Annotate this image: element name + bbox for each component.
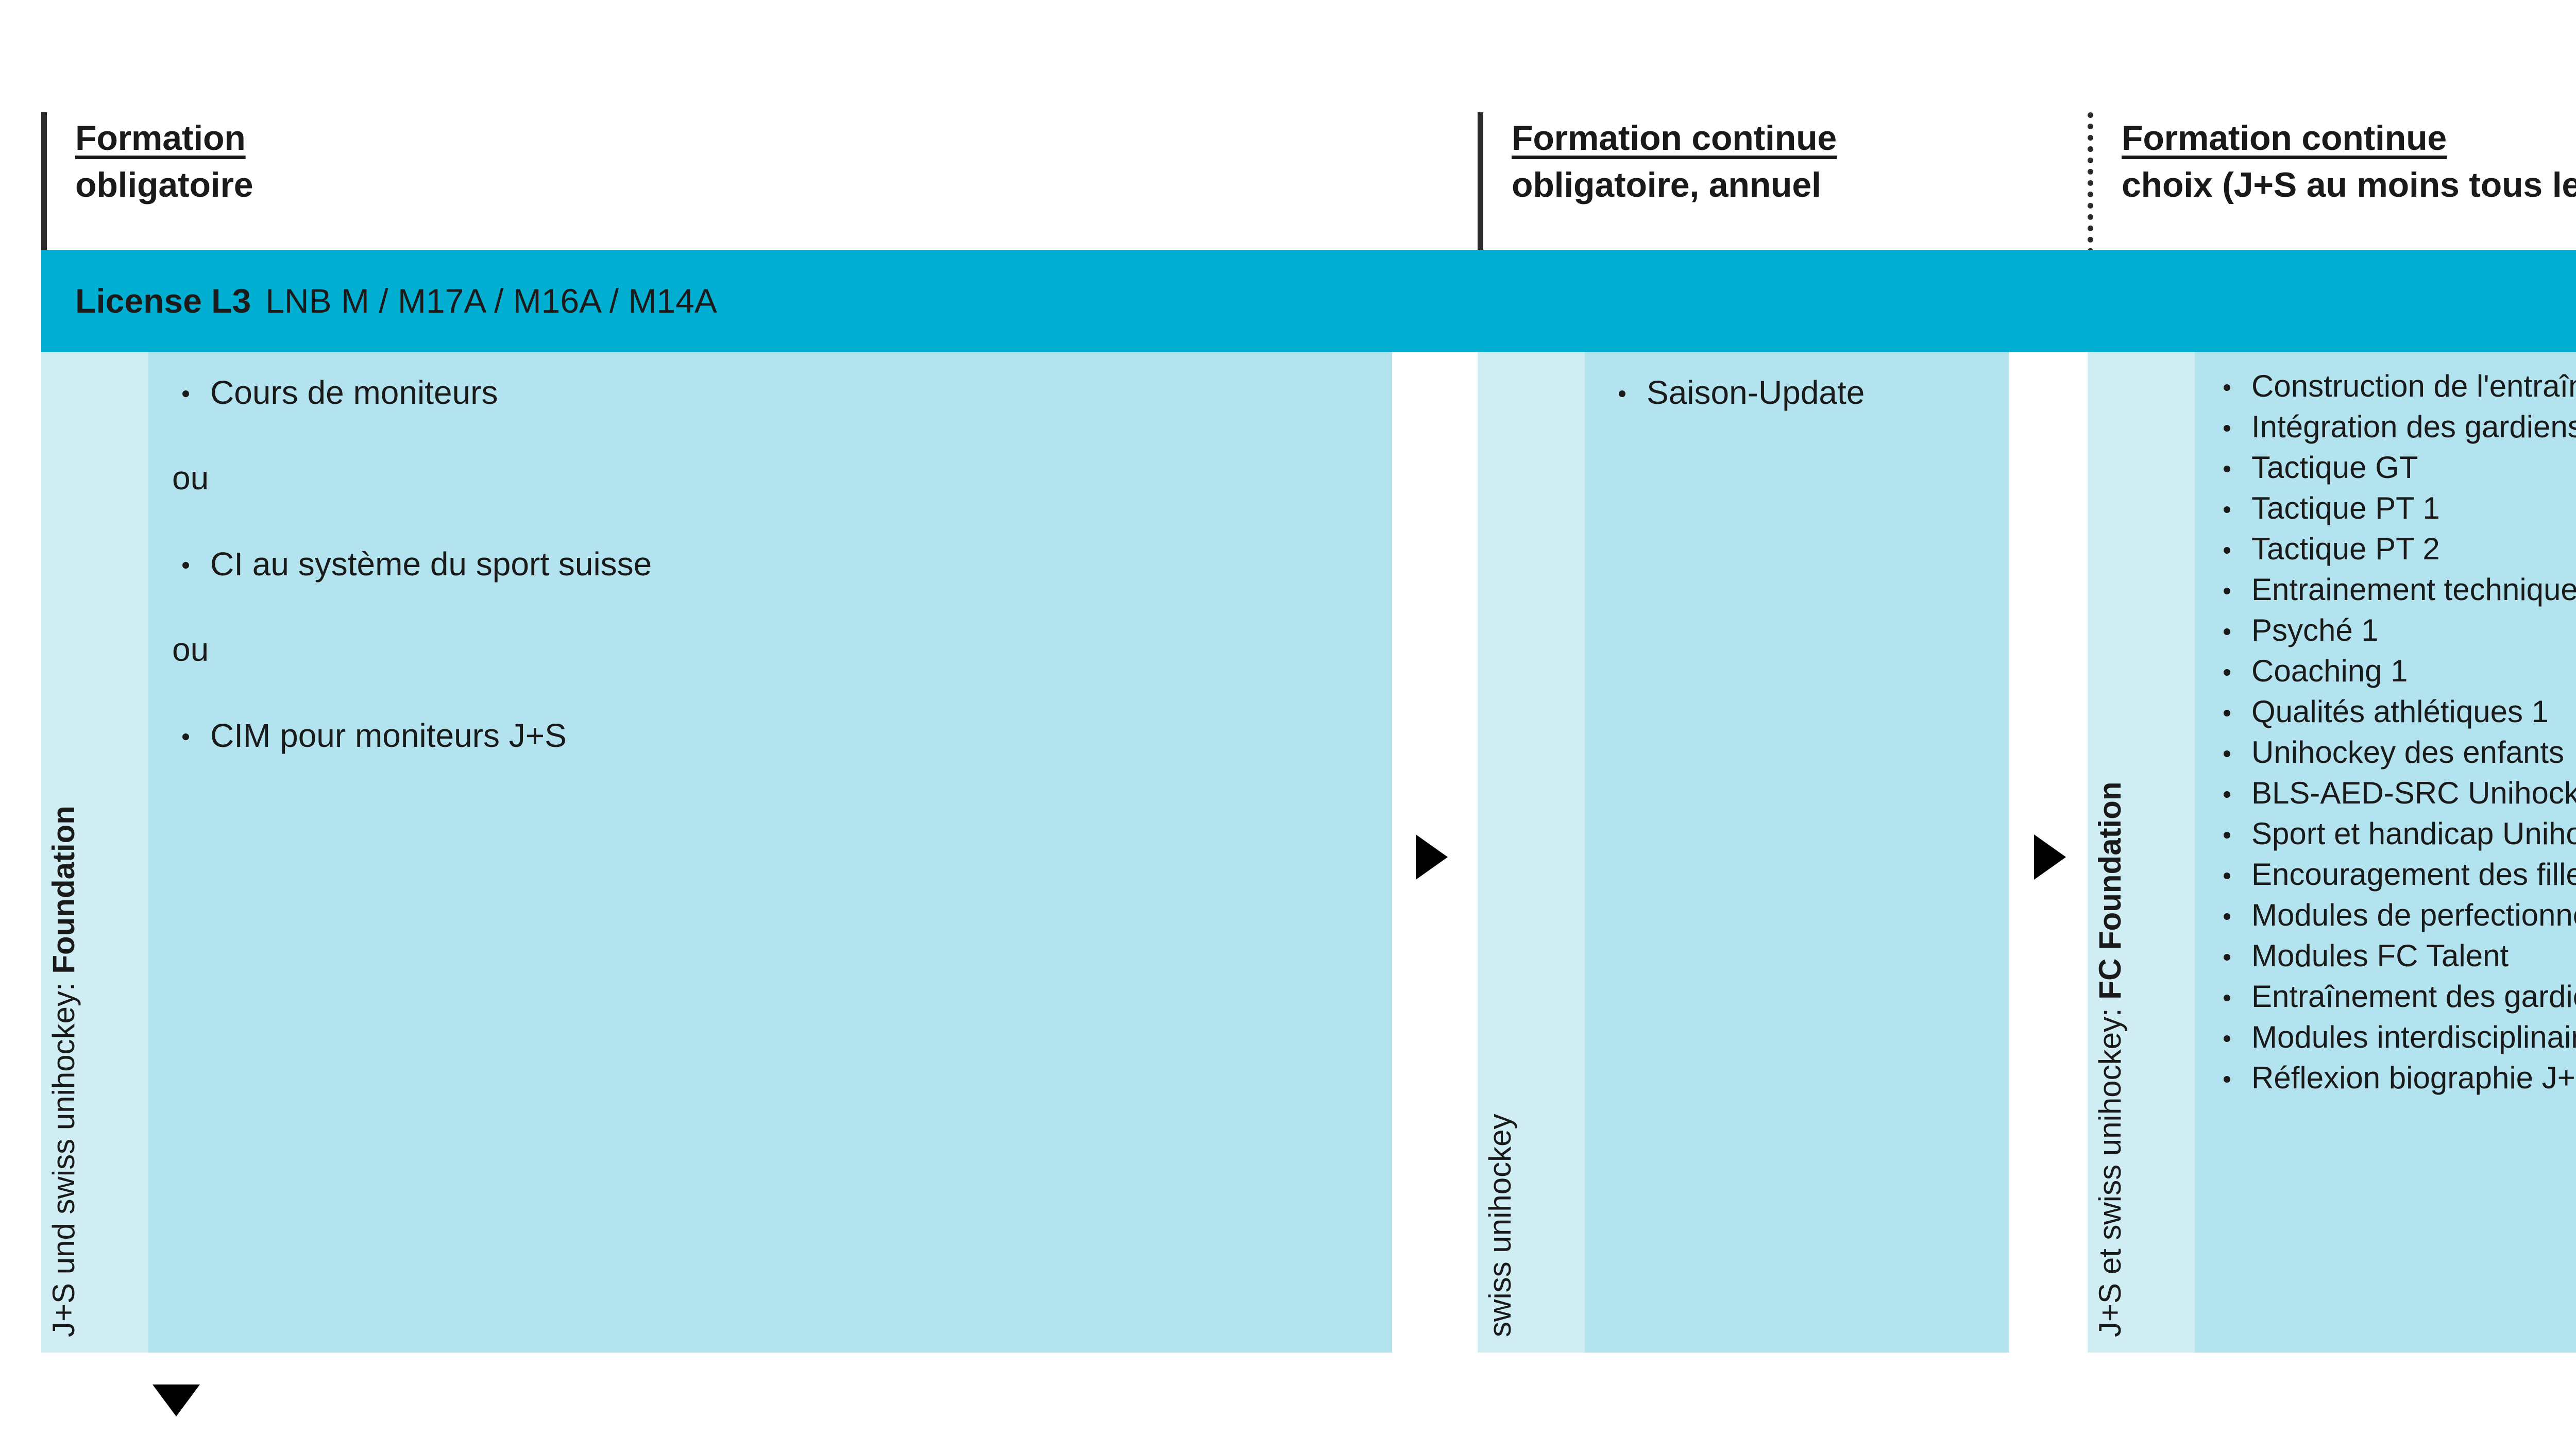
list-item[interactable]: Qualités athlétiques 1 <box>2218 695 2576 729</box>
list-item-label: Saison-Update <box>1647 374 1865 411</box>
list-item[interactable]: Unihockey des enfants <box>2218 736 2576 770</box>
pane-obligatoire: Cours de moniteurs ou CI au système du s… <box>148 352 1392 1353</box>
list-item-label: Modules de perfectionnement <box>2251 898 2576 932</box>
item-list-continue-annuel: Saison-Update <box>1585 352 2009 411</box>
list-item-label: Sport et handicap Unihockey <box>2251 816 2576 851</box>
list-item[interactable]: Saison-Update <box>1614 374 2009 411</box>
column-header-line2: obligatoire <box>75 165 253 205</box>
license-band-obligatoire: License L3 LNB M / M17A / M16A / M14A <box>41 250 1392 352</box>
item-list-continue-choix: Construction de l'entraînement Intégrati… <box>2195 352 2576 1095</box>
flow-arrow-right-icon <box>2034 834 2066 880</box>
list-item-label: CI au système du sport suisse <box>210 545 652 583</box>
list-item-label: Tactique GT <box>2251 450 2418 485</box>
column-body-continue-annuel: swiss unihockey Saison-Update <box>1478 352 2009 1353</box>
list-separator-label: ou <box>172 459 209 497</box>
column-body-continue-choix: J+S et swiss unihockey: FC Foundation Co… <box>2088 352 2576 1353</box>
list-item[interactable]: Tactique GT <box>2218 451 2576 485</box>
list-item-label: Tactique PT 1 <box>2251 491 2440 525</box>
spine-continue-choix: J+S et swiss unihockey: FC Foundation <box>2088 352 2195 1353</box>
spine-continue-annuel: swiss unihockey <box>1478 352 1585 1353</box>
list-item[interactable]: Psyché 1 <box>2218 613 2576 647</box>
license-level: License L3 <box>75 282 251 320</box>
list-item[interactable]: CIM pour moniteurs J+S <box>177 717 1392 754</box>
list-item[interactable]: Construction de l'entraînement <box>2218 369 2576 403</box>
list-item[interactable]: Modules interdisciplinaires <box>2218 1020 2576 1054</box>
spine-label-obligatoire: J+S und swiss unihockey: Foundation <box>46 806 81 1337</box>
license-band-continue-annuel <box>1478 250 2009 352</box>
column-header-line1: Formation continue <box>2122 118 2447 158</box>
spine-strong: Foundation <box>46 806 81 974</box>
list-separator-label: ou <box>172 631 209 669</box>
list-item-label: Encouragement des filles dans l'Unihocke… <box>2251 857 2576 892</box>
list-item[interactable]: Modules FC Talent <box>2218 939 2576 973</box>
column-header-obligatoire: Formation obligatoire <box>41 117 253 206</box>
spine-label-continue-choix: J+S et swiss unihockey: FC Foundation <box>2093 781 2127 1337</box>
flow-arrow-right-icon <box>1416 834 1448 880</box>
list-item[interactable]: Modules de perfectionnement <box>2218 898 2576 932</box>
list-item[interactable]: Tactique PT 1 <box>2218 491 2576 525</box>
item-list-obligatoire: Cours de moniteurs ou CI au système du s… <box>148 352 1392 754</box>
spine-prefix: swiss unihockey <box>1483 1114 1517 1337</box>
list-item-label: BLS-AED-SRC Unihockey <box>2251 776 2576 810</box>
list-item[interactable]: Entraînement des gardien/nes <box>2218 980 2576 1014</box>
list-item-label: Coaching 1 <box>2251 654 2408 688</box>
list-item-label: Tactique PT 2 <box>2251 532 2440 566</box>
list-item-label: Psyché 1 <box>2251 613 2379 647</box>
list-item[interactable]: Sport et handicap Unihockey <box>2218 817 2576 851</box>
list-item-label: Cours de moniteurs <box>210 374 498 411</box>
list-item-label: Entrainement technique <box>2251 572 2576 607</box>
list-item[interactable]: Coaching 1 <box>2218 654 2576 688</box>
license-band-label: License L3 LNB M / M17A / M16A / M14A <box>75 281 717 320</box>
flow-arrow-down-icon <box>152 1384 200 1416</box>
license-band-gap-1 <box>1392 250 1478 352</box>
spine-prefix: J+S und swiss unihockey: <box>46 973 81 1337</box>
list-separator-or: ou <box>172 460 1392 496</box>
column-header-line2: choix (J+S au moins tous les 2 ans) <box>2122 165 2576 205</box>
list-item-label: Modules interdisciplinaires <box>2251 1020 2576 1054</box>
column-header-line2: obligatoire, annuel <box>1512 165 1821 205</box>
column-header-continue-choix: Formation continue choix (J+S au moins t… <box>2088 117 2576 206</box>
list-item-label: Entraînement des gardien/nes <box>2251 979 2576 1014</box>
pane-continue-choix: Construction de l'entraînement Intégrati… <box>2195 352 2576 1353</box>
list-item[interactable]: Réflexion biographie J+S <box>2218 1061 2576 1095</box>
spine-prefix: J+S et swiss unihockey: <box>2093 999 2127 1337</box>
column-header-line1: Formation <box>75 118 246 158</box>
list-item[interactable]: Tactique PT 2 <box>2218 532 2576 566</box>
license-band-continue-choix <box>2088 250 2576 352</box>
spine-obligatoire: J+S und swiss unihockey: Foundation <box>41 352 148 1353</box>
pane-continue-annuel: Saison-Update <box>1585 352 2009 1353</box>
spine-strong: FC Foundation <box>2093 781 2127 1000</box>
column-header-line1: Formation continue <box>1512 118 1837 158</box>
list-item-label: Réflexion biographie J+S <box>2251 1061 2576 1095</box>
list-item[interactable]: Intégration des gardiens/nes <box>2218 410 2576 444</box>
list-item-label: Intégration des gardiens/nes <box>2251 409 2576 444</box>
list-item[interactable]: Entrainement technique <box>2218 573 2576 607</box>
license-categories: LNB M / M17A / M16A / M14A <box>265 282 717 320</box>
list-item[interactable]: BLS-AED-SRC Unihockey <box>2218 776 2576 810</box>
license-band-gap-2 <box>2009 250 2088 352</box>
column-header-continue-annuel: Formation continue obligatoire, annuel <box>1478 117 1837 206</box>
list-item[interactable]: Cours de moniteurs <box>177 374 1392 411</box>
column-body-obligatoire: J+S und swiss unihockey: Foundation Cour… <box>41 352 1392 1353</box>
list-item-label: Construction de l'entraînement <box>2251 369 2576 403</box>
list-item-label: CIM pour moniteurs J+S <box>210 716 567 754</box>
spine-label-continue-annuel: swiss unihockey <box>1483 1114 1517 1337</box>
list-item-label: Unihockey des enfants <box>2251 735 2565 770</box>
list-separator-or: ou <box>172 631 1392 668</box>
list-item-label: Qualités athlétiques 1 <box>2251 694 2549 729</box>
list-item-label: Modules FC Talent <box>2251 938 2509 973</box>
list-item[interactable]: Encouragement des filles dans l'Unihocke… <box>2218 858 2576 892</box>
list-item[interactable]: CI au système du sport suisse <box>177 546 1392 582</box>
